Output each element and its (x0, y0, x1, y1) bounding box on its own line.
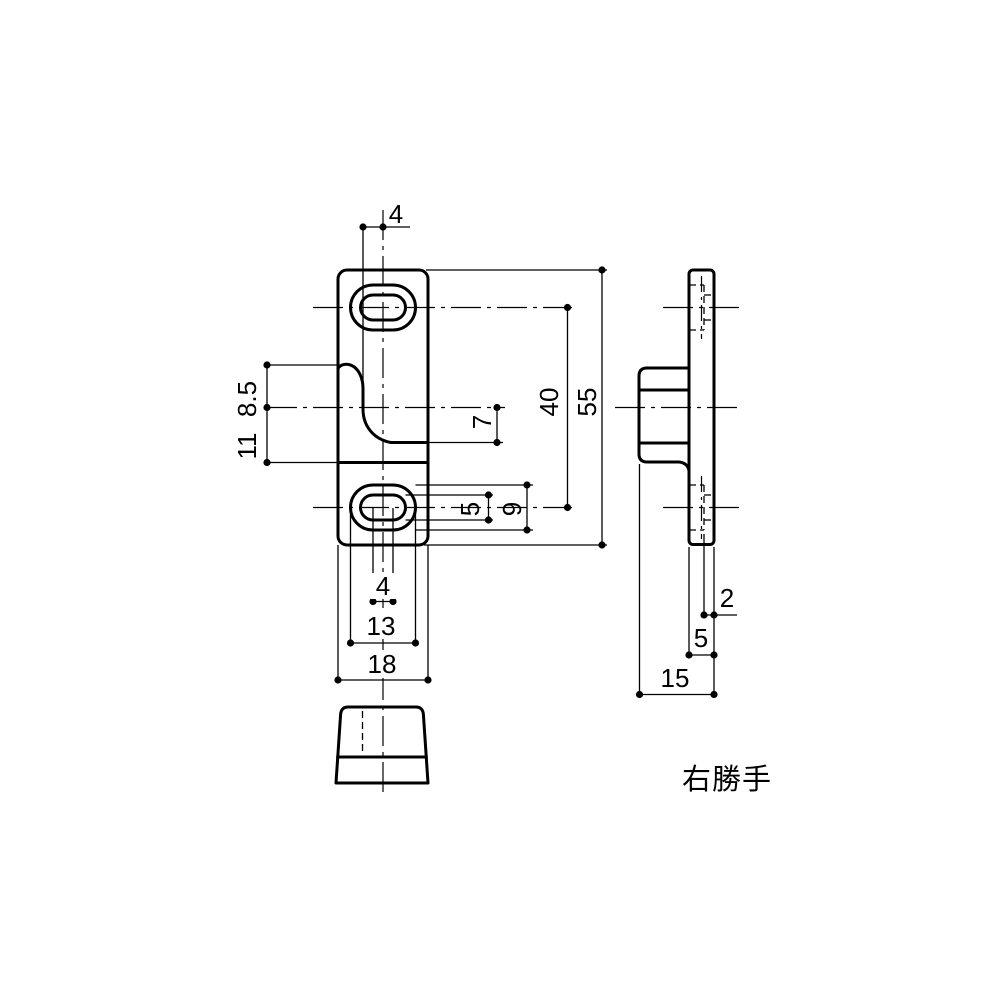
dim-total-depth-label: 15 (661, 663, 690, 693)
dimension-labels: 4 8.5 11 7 40 55 5 9 4 13 18 2 5 15 (232, 199, 734, 693)
dim-hook-above-center-label: 8.5 (232, 381, 262, 417)
center-lines (267, 210, 743, 797)
dim-plate-thickness-label: 5 (694, 623, 708, 653)
bottom-view-outline (334, 705, 430, 785)
hidden-lines (361, 284, 714, 754)
bottom-slot-inner (359, 493, 407, 522)
dim-slot-outer-height-label: 9 (497, 502, 527, 516)
dim-total-height-label: 55 (572, 388, 602, 417)
side-view-plate (687, 268, 716, 546)
dim-slot-outer-width-label: 13 (367, 611, 396, 641)
dimension-dots (263, 223, 718, 699)
side-view-block (637, 366, 691, 473)
front-view (336, 268, 430, 547)
dim-slot-inner-width-label: 4 (376, 571, 390, 601)
dim-web-thickness-label: 2 (720, 583, 734, 613)
top-slot-inner (359, 293, 407, 322)
side-view (637, 268, 716, 546)
top-slot-outer (349, 283, 417, 332)
extension-lines (267, 227, 715, 695)
dim-total-width-label: 18 (368, 649, 397, 679)
dim-hook-offset-label: 4 (389, 199, 403, 229)
dim-hook-depth-label: 7 (467, 415, 497, 429)
dim-hole-pitch-label: 40 (534, 388, 564, 417)
label-masks (361, 573, 403, 678)
dimension-lines (266, 226, 737, 696)
front-view-hook-curve (336, 362, 430, 444)
dim-hook-below-center-label: 11 (232, 433, 262, 460)
bottom-slot-outer (349, 483, 417, 532)
dim-slot-inner-height-label: 5 (455, 502, 485, 516)
bottom-view (334, 705, 430, 785)
hand-note-label: 右勝手 (682, 763, 772, 796)
front-view-outline (336, 268, 430, 547)
